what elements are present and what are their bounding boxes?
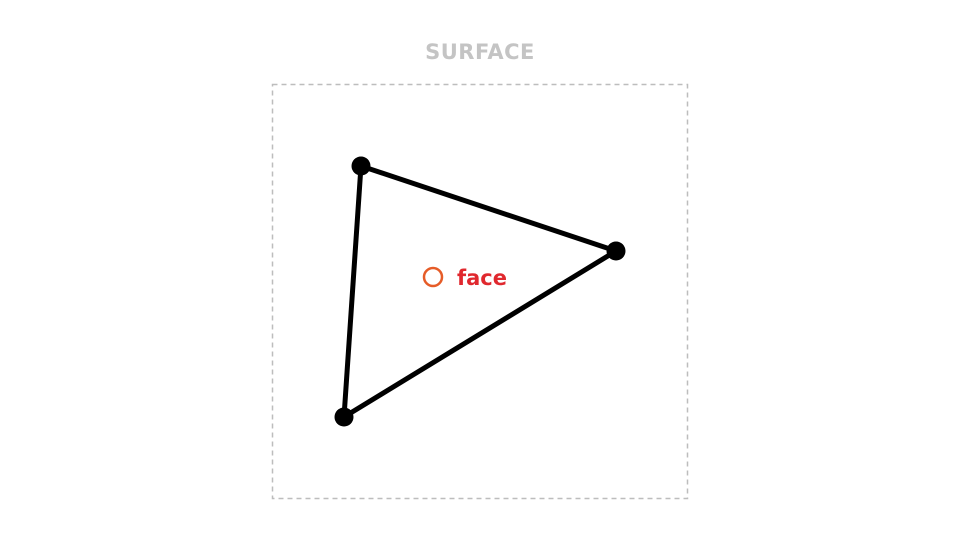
surface-title: SURFACE <box>425 40 535 64</box>
triangle-edges <box>341 163 619 420</box>
surface-boundary <box>271 83 689 500</box>
vertex-bottom-left <box>334 407 354 427</box>
ring-icon <box>422 266 444 288</box>
face-label: face <box>457 266 507 290</box>
vertex-right <box>606 241 626 261</box>
vertex-top-left <box>351 156 371 176</box>
